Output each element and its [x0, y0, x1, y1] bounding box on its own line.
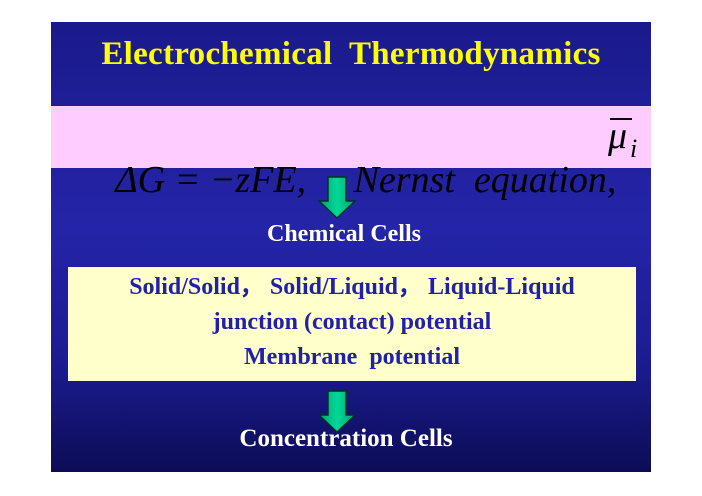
concentration-cells-label: Concentration Cells	[239, 425, 453, 452]
chemical-potential-symbol: μ i	[606, 114, 642, 164]
box-line-2: junction (contact) potential	[212, 309, 492, 335]
slide: Electrochemical Thermodynamics ΔG = −zFE…	[51, 22, 651, 472]
mu-subscript: i	[630, 134, 638, 163]
down-arrow-icon	[317, 390, 357, 434]
equation-main: ΔG = −zFE, Nernst equation,	[115, 159, 617, 201]
chemical-cells-label: Chemical Cells	[267, 221, 421, 247]
mu-letter: μ	[608, 115, 628, 157]
equation-text: ΔG = −zFE, Nernst equation,	[59, 114, 616, 246]
box-line-3: Membrane potential	[244, 344, 460, 370]
junction-potential-box: Solid/Solid， Solid/Liquid， Liquid-Liquid…	[68, 267, 636, 381]
equation-band: ΔG = −zFE, Nernst equation, μ i	[51, 106, 651, 201]
mu-overbar	[610, 118, 632, 120]
box-line-1: Solid/Solid， Solid/Liquid， Liquid-Liquid	[129, 274, 575, 300]
down-arrow-icon	[317, 176, 357, 220]
slide-title: Electrochemical Thermodynamics	[101, 36, 601, 72]
